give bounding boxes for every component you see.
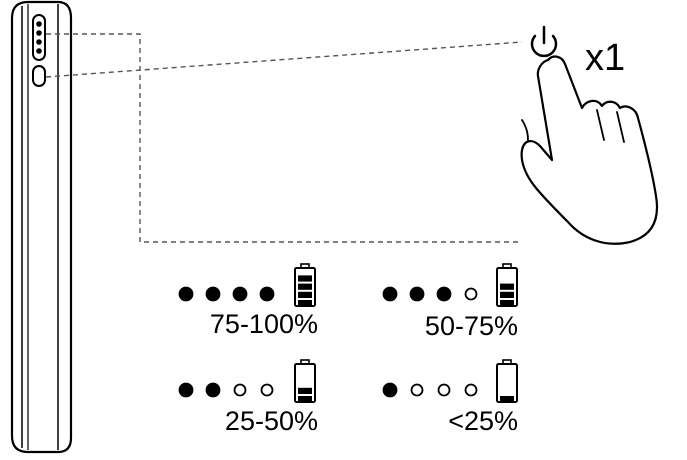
led-dot-lit <box>436 286 452 302</box>
charge-level-group: 75-100% <box>178 263 318 339</box>
led-indicator-window <box>32 14 46 61</box>
power-bank-outer-body <box>10 0 73 454</box>
power-bank-side-view <box>10 0 73 454</box>
battery-bar <box>500 283 514 290</box>
led-dot-lit <box>382 382 398 398</box>
led-dot-unlit <box>464 383 478 397</box>
led-dot-unlit <box>233 383 247 397</box>
button-callout-line <box>45 41 523 78</box>
battery-bar <box>500 396 514 403</box>
led-dot-unlit <box>464 287 478 301</box>
charge-level-label: 75-100% <box>210 309 318 339</box>
battery-icon <box>496 359 518 403</box>
battery-bar <box>500 291 514 298</box>
charge-level-label: <25% <box>448 406 518 436</box>
led-dot-lit <box>382 286 398 302</box>
led-dot-lit <box>178 382 194 398</box>
press-count-label: x1 <box>585 37 625 79</box>
battery-bar <box>298 387 312 394</box>
battery-bar <box>298 275 312 282</box>
led-dot-unlit <box>410 383 424 397</box>
pointing-hand-icon <box>520 55 658 245</box>
battery-bar <box>298 291 312 298</box>
led-dot-unlit <box>260 383 274 397</box>
callout-lines <box>45 33 523 243</box>
charge-level-legend: 75-100% 50-75% 25-50% <25% <box>178 263 518 436</box>
led-callout-line <box>46 33 518 243</box>
hand-finger-crease <box>521 109 625 143</box>
led-dot <box>36 30 42 36</box>
battery-icon <box>496 263 518 307</box>
led-dot-lit <box>259 286 275 302</box>
led-dot <box>36 21 42 27</box>
charge-level-label: 25-50% <box>225 406 318 436</box>
power-button <box>32 65 46 87</box>
power-icon <box>530 25 558 58</box>
charge-level-group: <25% <box>382 359 518 436</box>
battery-bar <box>500 300 514 307</box>
led-dot <box>36 39 42 45</box>
battery-bar <box>298 283 312 290</box>
battery-icon <box>294 359 316 403</box>
led-dot <box>36 48 42 54</box>
led-dot-lit <box>232 286 248 302</box>
led-dot-lit <box>205 382 221 398</box>
led-dot-lit <box>178 286 194 302</box>
battery-bar <box>298 300 312 307</box>
charge-level-group: 50-75% <box>382 263 518 341</box>
led-dot-lit <box>205 286 221 302</box>
battery-icon <box>294 263 316 307</box>
charge-level-label: 50-75% <box>425 311 518 341</box>
led-dot-unlit <box>437 383 451 397</box>
charge-level-group: 25-50% <box>178 359 318 436</box>
battery-bar <box>298 396 312 403</box>
led-dot-lit <box>409 286 425 302</box>
